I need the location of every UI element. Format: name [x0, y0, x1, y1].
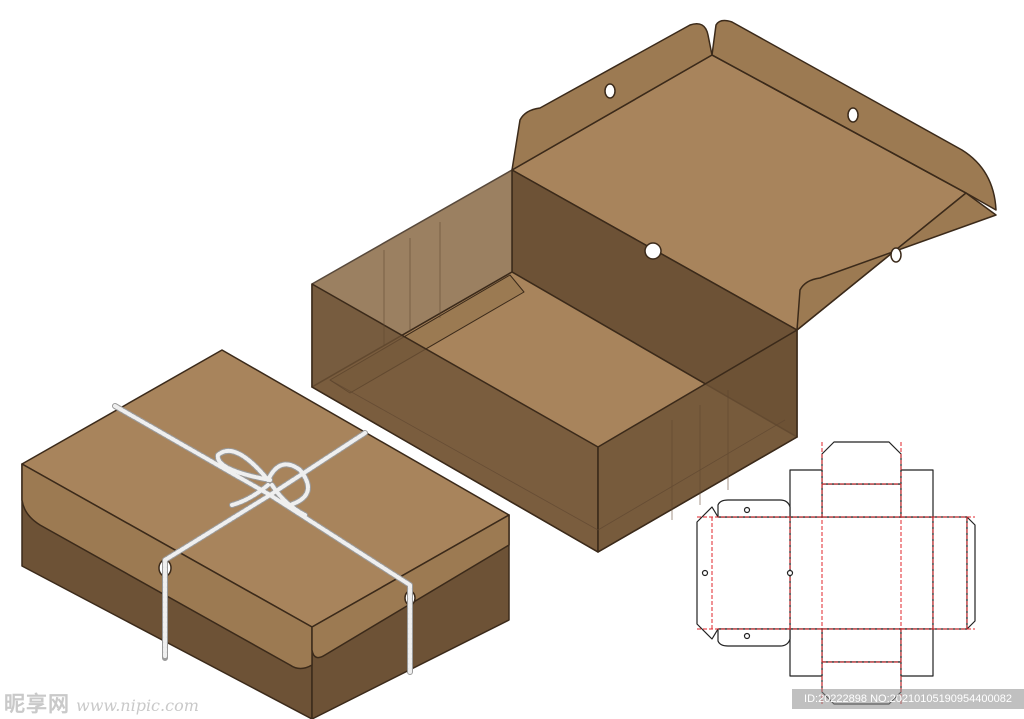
dieline-lower-panel	[821, 628, 902, 663]
hinge-hole	[644, 242, 662, 260]
dieline-bottom-panel	[821, 483, 902, 518]
dieline-left-ear-top	[789, 469, 823, 518]
dieline-hole	[743, 506, 751, 514]
dieline-right-ear-bottom	[900, 628, 934, 677]
tie-string	[112, 403, 413, 675]
dieline-hole	[743, 632, 751, 640]
dieline-hole	[701, 569, 709, 577]
open-box-lid-flap-right	[796, 192, 997, 331]
open-box-right-wall	[597, 329, 798, 553]
dieline-right-tab	[966, 516, 976, 630]
dieline-left-tab-top	[717, 499, 791, 518]
dieline-right-ear-top	[900, 469, 934, 518]
lid-hole	[847, 107, 859, 123]
watermark-url: www.nipic.com	[76, 696, 199, 715]
watermark-brand: 昵享网	[4, 691, 70, 716]
dieline-left-panel	[696, 506, 791, 640]
watermark-id: ID:20222898 NO:20210105190954400082	[792, 689, 1024, 709]
lid-hole	[890, 247, 902, 263]
dieline-left-tab-bottom	[717, 628, 791, 647]
dieline	[696, 441, 976, 705]
lid-hole	[604, 83, 616, 99]
dieline-center-panel	[789, 516, 934, 630]
dieline-top-flap	[821, 441, 902, 485]
open-box	[311, 19, 997, 553]
dieline-right-panel	[932, 516, 968, 630]
dieline-left-ear-bottom	[789, 628, 823, 677]
watermark-logo: 昵享网 www.nipic.com	[4, 688, 199, 716]
dieline-hole	[786, 569, 794, 577]
